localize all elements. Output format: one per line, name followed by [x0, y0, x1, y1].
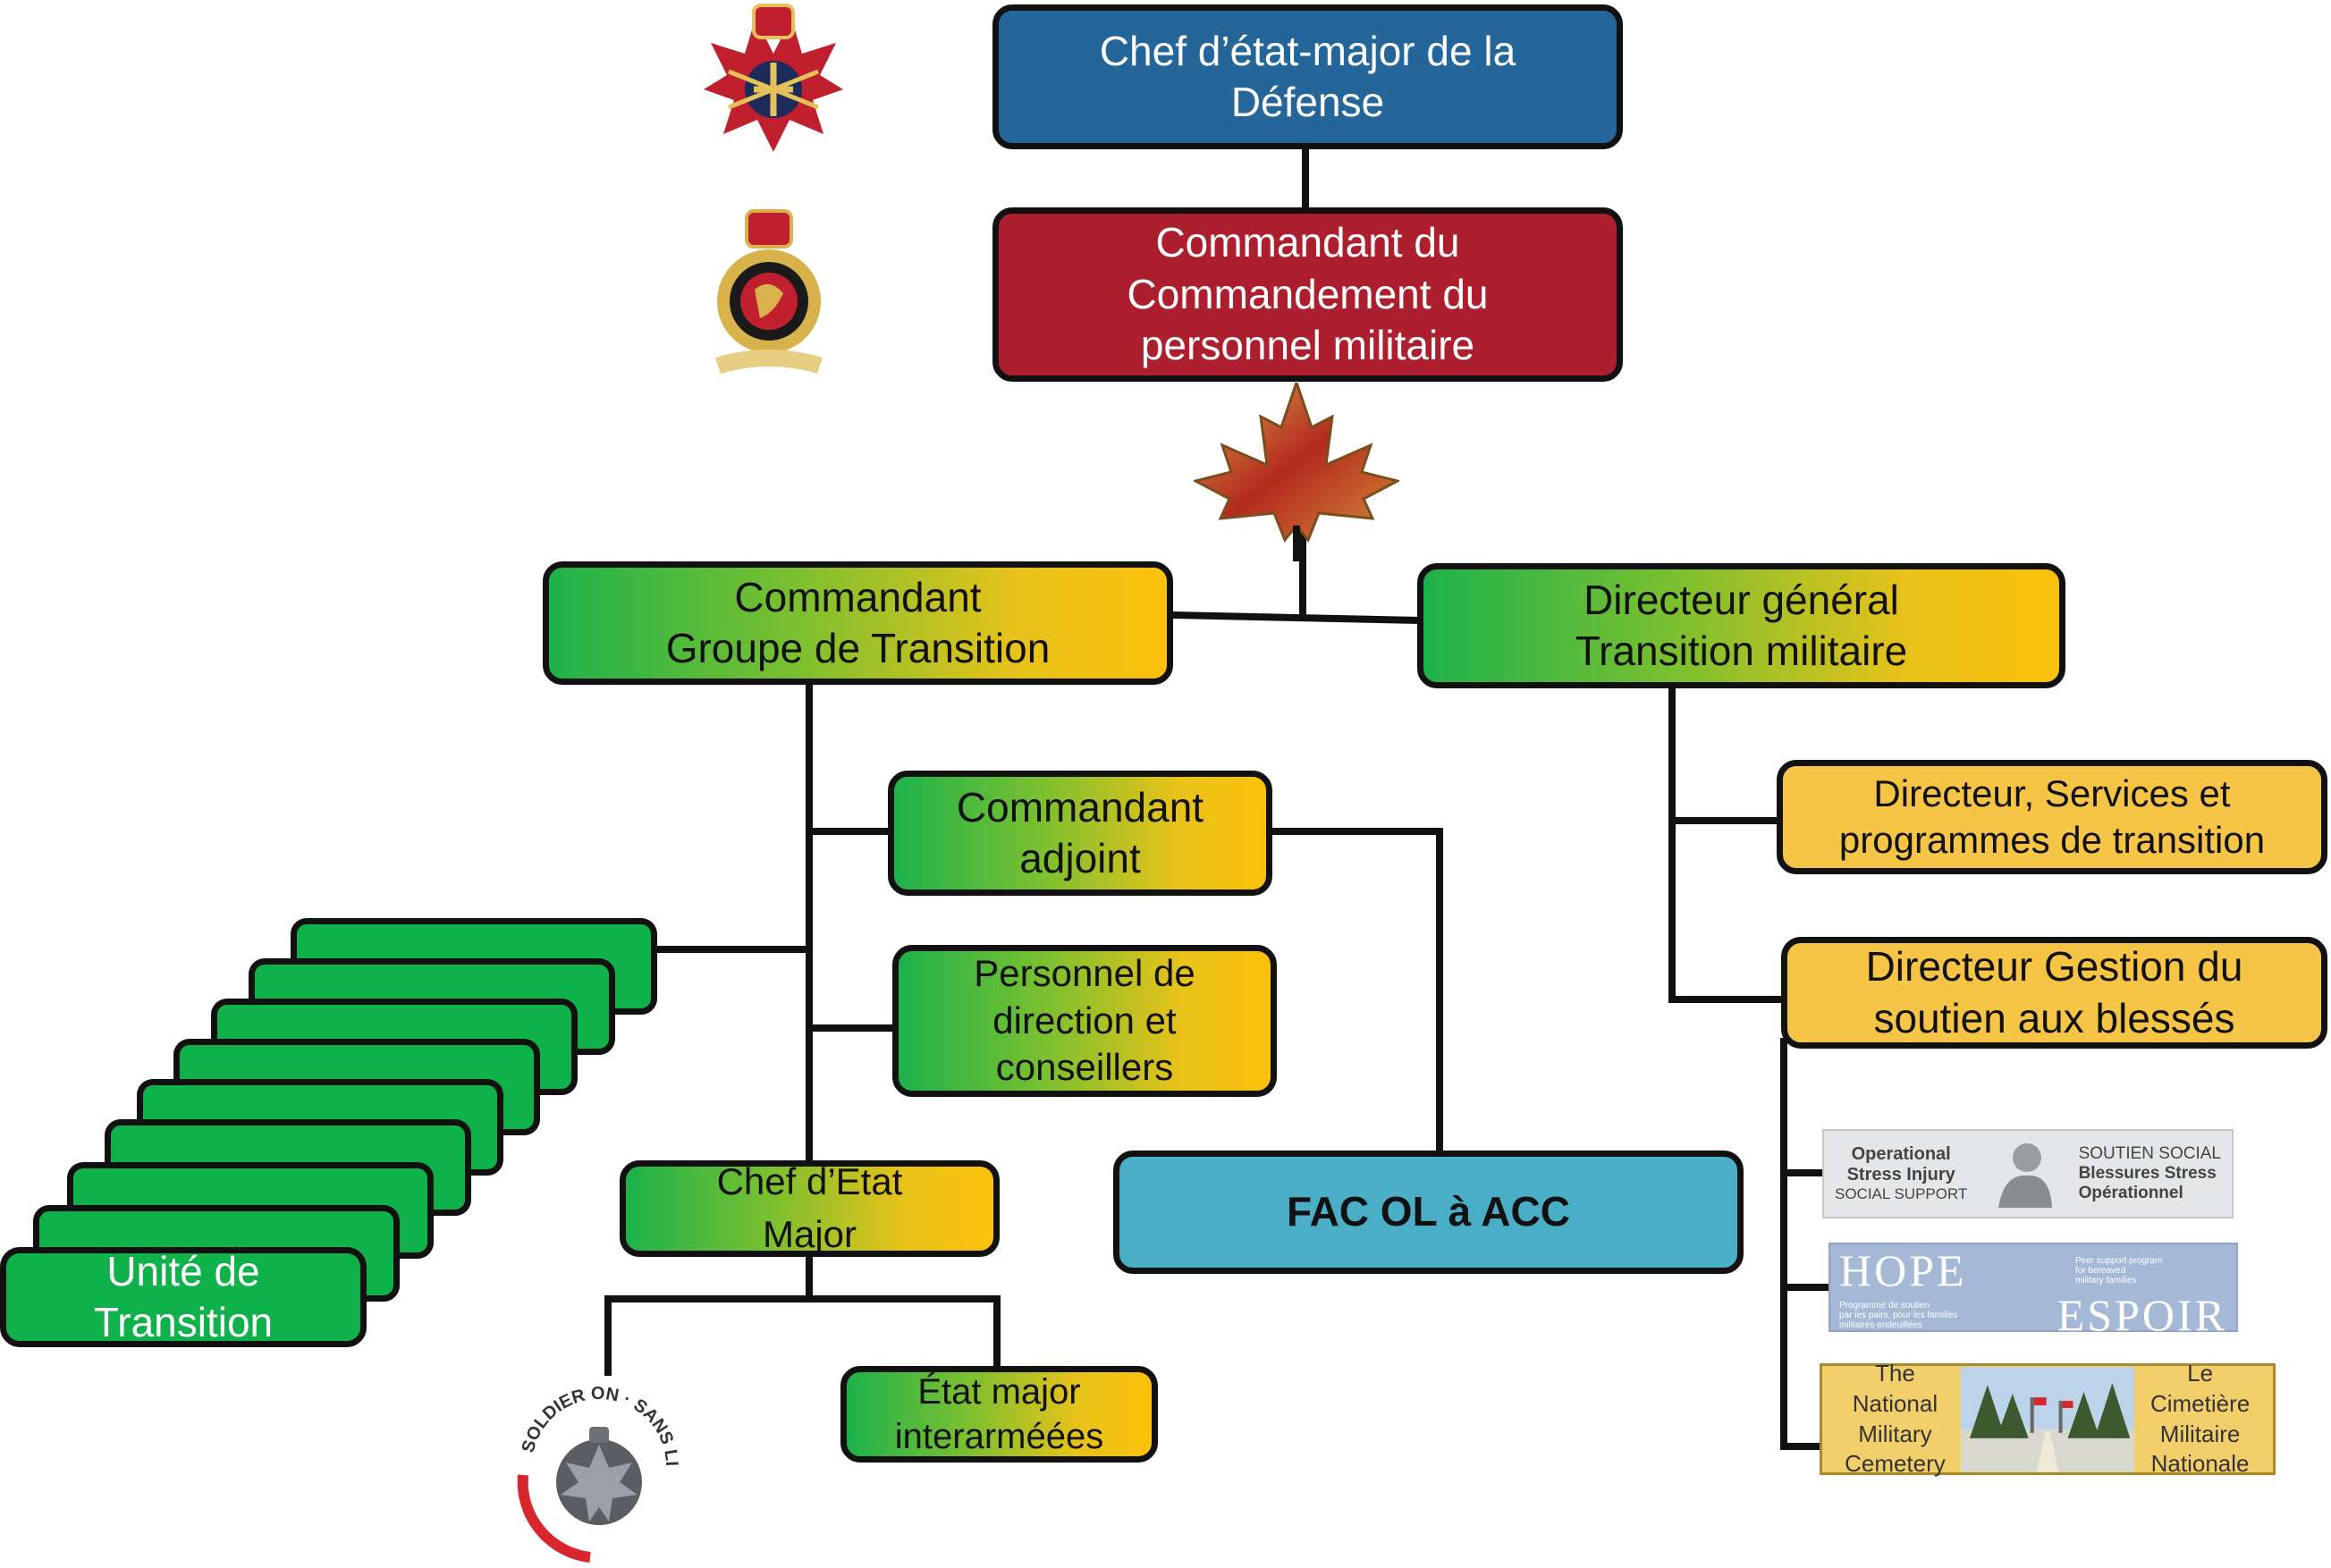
chief-of-staff-box: Chef d’Etat Major: [620, 1160, 1000, 1257]
transition-group-commander-label: Commandant Groupe de Transition: [665, 573, 1051, 672]
staff-advisors-label: Personnel de direction et conseillers: [974, 952, 1195, 1089]
ossis-en-line: Stress Injury: [1846, 1165, 1955, 1185]
soldier-on-icon: SOLDIER ON · SANS LIMITES: [496, 1368, 681, 1563]
cpm-commander-box: Commandant du Commandement du personnel …: [992, 207, 1623, 382]
injured-support-director-label: Directeur Gestion du soutien aux blessés: [1865, 943, 2243, 1041]
ossis-french-text: SOUTIEN SOCIAL Blessures Stress Opératio…: [2079, 1144, 2221, 1203]
hope-title: HOPE: [1839, 1245, 1967, 1295]
cemetery-photo-icon: [1960, 1366, 2135, 1472]
deputy-commander-label: Commandant adjoint: [956, 783, 1204, 882]
joint-staff-box: État major interarméées: [840, 1366, 1158, 1463]
ossis-fr-line: Opérationnel: [2078, 1183, 2183, 1202]
transition-unit-label: Unité de Transition: [93, 1247, 274, 1345]
chief-of-staff-label: Chef d’Etat Major: [716, 1160, 903, 1255]
line-gt-dgtm: [1169, 611, 1426, 625]
deputy-commander-box: Commandant adjoint: [888, 771, 1272, 896]
cemd-label: Chef d’état-major de la Défense: [1099, 27, 1516, 126]
cemd-box: Chef d’état-major de la Défense: [992, 4, 1623, 149]
transition-group-commander-box: Commandant Groupe de Transition: [543, 561, 1173, 685]
hope-english-note: Peer support program for bereaved milita…: [2075, 1255, 2163, 1286]
transition-services-director-label: Directeur, Services et programmes de tra…: [1838, 771, 2266, 862]
ossis-fr-line: Blessures Stress: [2078, 1164, 2217, 1184]
dg-military-transition-label: Directeur général Transition militaire: [1575, 576, 1908, 675]
cpm-commander-label: Commandant du Commandement du personnel …: [1127, 219, 1489, 369]
ossis-english-text: Operational Stress Injury SOCIAL SUPPORT: [1835, 1144, 1967, 1203]
ossis-fr-line: SOUTIEN SOCIAL: [2078, 1144, 2221, 1164]
national-military-cemetery-badge: The National Military Cemetery Le Cimeti…: [1820, 1360, 2276, 1477]
hope-french-note: Programme de soutien par les pairs, pour…: [1839, 1300, 1958, 1330]
joint-staff-label: État major interarméées: [894, 1372, 1104, 1456]
ossis-en-line: Operational: [1851, 1144, 1951, 1165]
espoir-title: ESPOIR: [2057, 1290, 2227, 1340]
injured-support-director-box: Directeur Gestion du soutien aux blessés: [1781, 937, 2327, 1049]
cemetery-english-text: The National Military Cemetery: [1845, 1359, 1946, 1478]
hope-program-badge: HOPE Peer support program for bereaved m…: [1828, 1243, 2238, 1337]
caf-liaison-vac-box: FAC OL à ACC: [1113, 1151, 1744, 1274]
person-silhouette-icon: [1998, 1143, 2053, 1208]
milpers-badge-icon: [715, 209, 823, 374]
ossis-program-badge: Operational Stress Injury SOCIAL SUPPORT…: [1822, 1129, 2234, 1218]
ossis-en-line: SOCIAL SUPPORT: [1835, 1185, 1968, 1203]
caf-badge-icon: [704, 4, 843, 152]
dg-military-transition-box: Directeur général Transition militaire: [1417, 563, 2065, 688]
staff-advisors-box: Personnel de direction et conseillers: [892, 945, 1277, 1097]
transition-services-director-box: Directeur, Services et programmes de tra…: [1777, 760, 2327, 874]
maple-leaf-icon: [1194, 383, 1399, 561]
cemetery-french-text: Le Cimetière Militaire Nationale: [2149, 1359, 2251, 1478]
caf-liaison-vac-label: FAC OL à ACC: [1287, 1188, 1570, 1235]
transition-unit-box: Unité de Transition: [0, 1247, 367, 1347]
